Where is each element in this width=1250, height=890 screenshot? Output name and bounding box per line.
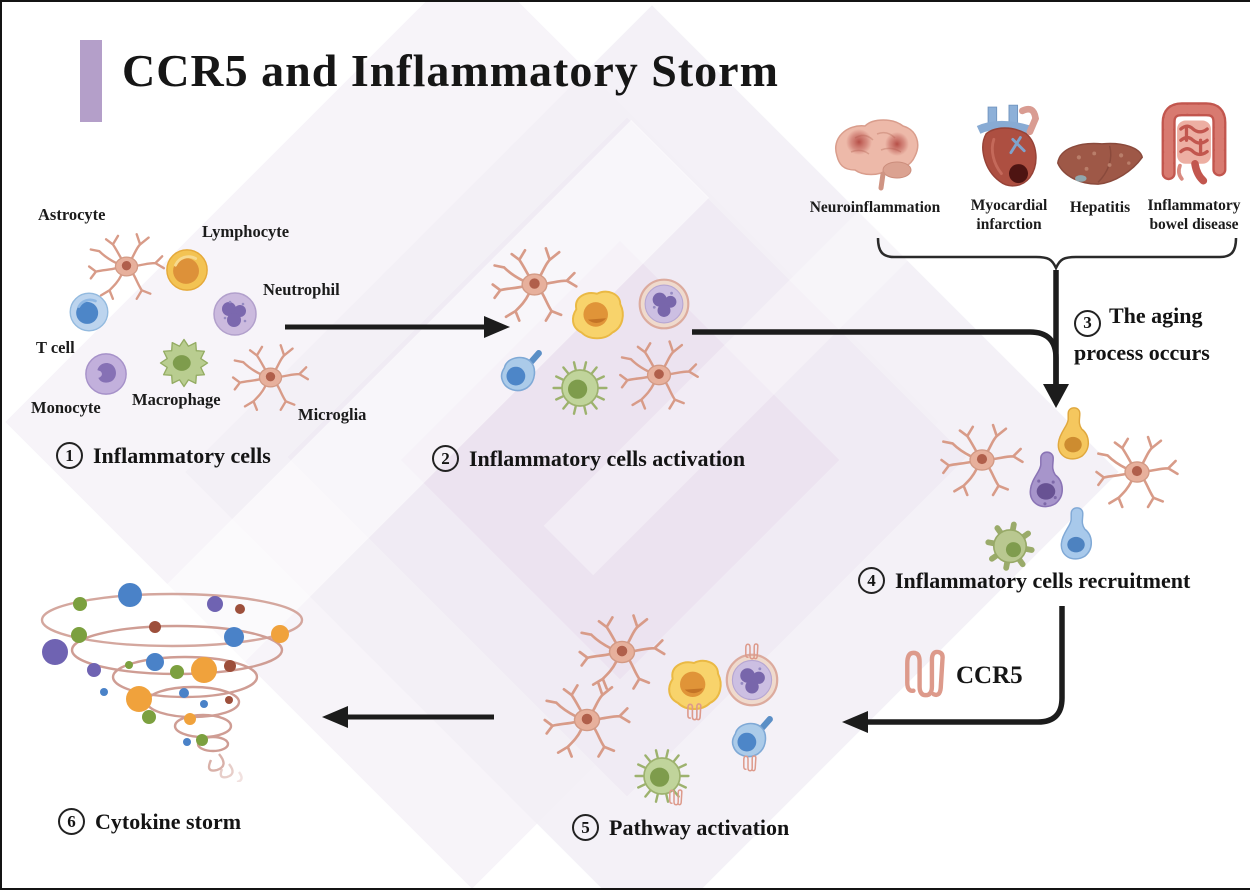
macrophage-icon bbox=[157, 335, 211, 391]
t-cell-icon bbox=[67, 290, 111, 334]
monocyte-label: Monocyte bbox=[31, 398, 101, 417]
activated-microglia-icon bbox=[615, 331, 703, 419]
cytokine-storm-spiral bbox=[40, 583, 304, 782]
receptor-on-cell-icon bbox=[744, 642, 759, 661]
step-1-number: 1 bbox=[56, 442, 83, 469]
neutrophil-icon bbox=[211, 290, 259, 338]
monocyte-icon bbox=[83, 351, 129, 397]
recruited-astrocyte-icon bbox=[1091, 426, 1183, 518]
step-1-label: 1 Inflammatory cells bbox=[56, 442, 271, 469]
brace-diseases bbox=[876, 237, 1238, 272]
arrow-step5-to-step6 bbox=[322, 706, 494, 728]
receptor-on-cell-icon bbox=[742, 754, 757, 773]
step-4-number: 4 bbox=[858, 567, 885, 594]
activated-neutrophil-icon bbox=[637, 277, 691, 331]
heart-icon bbox=[971, 101, 1047, 192]
recruited-macrophage-icon bbox=[982, 516, 1038, 574]
arrow-step1-to-step2 bbox=[285, 316, 510, 338]
ccr5-receptor-icon bbox=[902, 646, 946, 702]
step-2-label: 2 Inflammatory cells activation bbox=[432, 445, 745, 472]
disease-label: Neuroinflammation bbox=[809, 199, 941, 216]
liver-icon bbox=[1052, 136, 1148, 194]
step-3-number: 3 bbox=[1074, 309, 1101, 337]
neutrophil-label: Neutrophil bbox=[263, 280, 340, 299]
intestine-icon bbox=[1151, 98, 1237, 192]
step-5-label: 5 Pathway activation bbox=[572, 814, 789, 841]
disease-label: Hepatitis bbox=[1069, 199, 1131, 216]
disease-neuroinflammation: Neuroinflammation bbox=[800, 100, 950, 218]
disease-label: Inflammatory bowel disease bbox=[1147, 197, 1241, 233]
t-cell-label: T cell bbox=[36, 338, 75, 357]
microglia-label: Microglia bbox=[298, 405, 367, 424]
disease-hepatitis: Hepatitis bbox=[1052, 100, 1148, 218]
disease-inflammatory-bowel-disease: Inflammatory bowel disease bbox=[1144, 98, 1244, 235]
activated-t-cell-icon bbox=[494, 349, 544, 399]
brain-icon bbox=[825, 114, 925, 194]
ccr5-label: CCR5 bbox=[956, 662, 1023, 689]
lymphocyte-label: Lymphocyte bbox=[202, 222, 290, 241]
lymphocyte-icon bbox=[164, 247, 210, 293]
disease-myocardial-infarction: Myocardial infarction bbox=[950, 98, 1068, 235]
migrating-t-cell-icon bbox=[1054, 502, 1100, 564]
arrow-step2-to-step4 bbox=[692, 270, 1069, 408]
astrocyte-label: Astrocyte bbox=[38, 205, 106, 224]
step-2-number: 2 bbox=[432, 445, 459, 472]
pathway-astrocyte-icon bbox=[539, 672, 635, 768]
step-6-number: 6 bbox=[58, 808, 85, 835]
step-5-number: 5 bbox=[572, 814, 599, 841]
step-6-label: 6 Cytokine storm bbox=[58, 808, 241, 835]
recruited-microglia-icon bbox=[936, 414, 1028, 506]
receptor-on-cell-icon bbox=[686, 702, 702, 722]
page-title: CCR5 and Inflammatory Storm bbox=[122, 45, 779, 96]
macrophage-label: Macrophage bbox=[132, 390, 221, 409]
step-4-label: 4 Inflammatory cells recruitment bbox=[858, 567, 1190, 594]
arrow-step4-to-step5 bbox=[842, 606, 1065, 733]
activated-macrophage-icon bbox=[551, 358, 609, 418]
title-accent-bar bbox=[80, 40, 102, 122]
receptor-on-cell-icon bbox=[668, 788, 683, 807]
disease-label: Myocardial infarction bbox=[970, 197, 1048, 233]
